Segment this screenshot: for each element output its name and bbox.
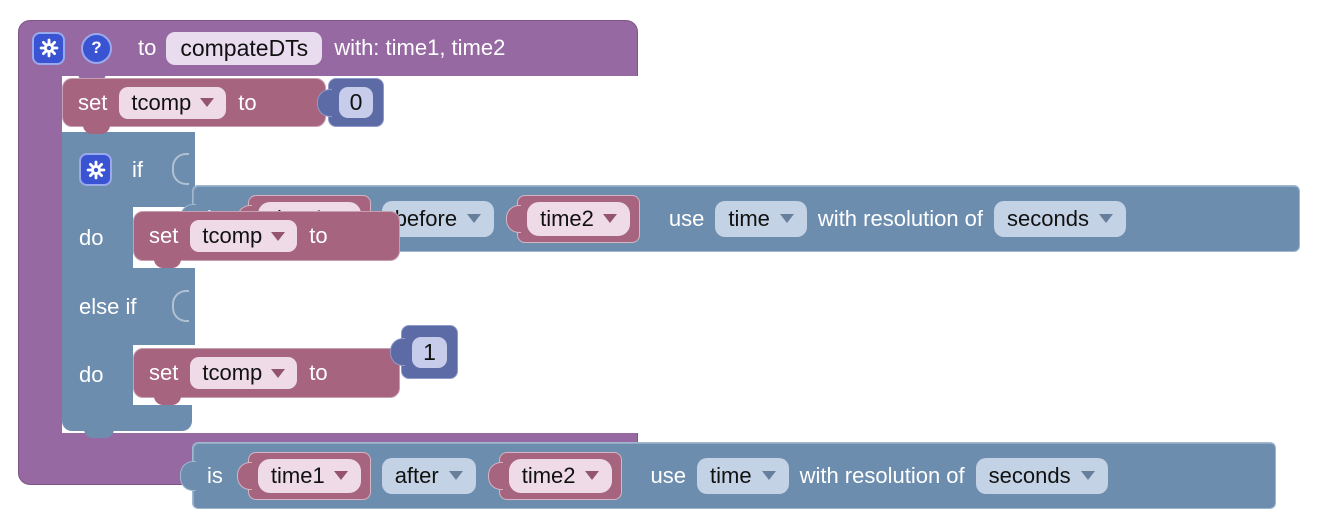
chevron-down-icon bbox=[448, 471, 463, 480]
resolution-dropdown[interactable]: seconds bbox=[994, 200, 1126, 237]
operator-dropdown[interactable]: after bbox=[381, 457, 476, 494]
if-do-section[interactable]: do bbox=[62, 345, 133, 405]
chevron-down-icon bbox=[467, 214, 482, 223]
chevron-down-icon bbox=[761, 471, 776, 480]
variable-dropdown-label: time1 bbox=[270, 462, 325, 488]
variable-dropdown-label: tcomp bbox=[202, 223, 263, 248]
chevron-down-icon bbox=[1098, 214, 1113, 223]
do-label: do bbox=[79, 224, 104, 250]
set-variable-block[interactable]: set tcomp to bbox=[62, 78, 326, 134]
chevron-down-icon bbox=[779, 214, 794, 223]
procedure-params: with: time1, time2 bbox=[334, 35, 506, 60]
variable-dropdown-label: time2 bbox=[521, 462, 576, 488]
use-dropdown-label: time bbox=[710, 462, 752, 488]
number-block[interactable]: 1 bbox=[401, 325, 458, 379]
variable-dropdown[interactable]: tcomp bbox=[119, 86, 227, 119]
operator-dropdown-label: before bbox=[394, 205, 458, 231]
resolution-dropdown-label: seconds bbox=[1007, 205, 1089, 231]
chevron-down-icon bbox=[602, 214, 617, 223]
time-variable-block[interactable]: time1 bbox=[247, 451, 371, 500]
number-field[interactable]: 0 bbox=[338, 87, 374, 118]
variable-dropdown[interactable]: time1 bbox=[257, 458, 361, 493]
chevron-down-icon bbox=[333, 471, 348, 480]
variable-dropdown[interactable]: time2 bbox=[527, 201, 630, 236]
resolution-dropdown-label: seconds bbox=[988, 462, 1071, 488]
use-dropdown-label: time bbox=[728, 205, 770, 231]
chevron-down-icon bbox=[584, 471, 599, 480]
if-do-section[interactable]: do bbox=[62, 207, 133, 268]
time-variable-block[interactable]: time2 bbox=[498, 451, 622, 500]
elseif-label: else if bbox=[79, 293, 137, 319]
variable-dropdown-label: tcomp bbox=[131, 89, 192, 115]
variable-dropdown-label: tcomp bbox=[202, 360, 263, 385]
resolution-label: with resolution of bbox=[799, 462, 965, 488]
operator-dropdown[interactable]: before bbox=[381, 200, 495, 237]
use-label: use bbox=[668, 205, 705, 231]
is-label: is bbox=[207, 462, 223, 488]
if-block-bottom bbox=[62, 405, 192, 431]
value-socket bbox=[172, 290, 189, 322]
variable-dropdown[interactable]: time2 bbox=[508, 458, 612, 493]
gear-icon[interactable] bbox=[32, 31, 65, 65]
procedure-name-field[interactable]: compateDTs bbox=[166, 31, 323, 65]
gear-icon[interactable] bbox=[79, 153, 112, 186]
procedure-header: ? to compateDTs with: time1, time2 bbox=[18, 20, 638, 76]
value-socket bbox=[172, 153, 189, 185]
resolution-label: with resolution of bbox=[817, 205, 984, 231]
variable-dropdown[interactable]: tcomp bbox=[190, 357, 298, 389]
chevron-down-icon bbox=[1080, 471, 1095, 480]
set-variable-block[interactable]: set tcomp to bbox=[133, 211, 400, 268]
chevron-down-icon bbox=[200, 98, 215, 107]
question-icon[interactable]: ? bbox=[81, 32, 112, 64]
if-label: if bbox=[132, 156, 143, 182]
datetime-compare-block[interactable]: is time1 after time2 use time with resol… bbox=[192, 442, 1276, 509]
operator-dropdown-label: after bbox=[394, 462, 439, 488]
if-block-header[interactable]: if bbox=[62, 132, 195, 207]
to-label: to bbox=[309, 223, 328, 248]
set-label: set bbox=[149, 360, 179, 385]
use-dropdown[interactable]: time bbox=[697, 457, 789, 494]
chevron-down-icon bbox=[271, 368, 286, 378]
to-label: to bbox=[309, 360, 328, 385]
variable-dropdown-label: time2 bbox=[540, 205, 594, 231]
time-variable-block[interactable]: time2 bbox=[517, 194, 640, 243]
statement-connector-tab bbox=[84, 429, 114, 438]
set-label: set bbox=[149, 223, 179, 248]
use-dropdown[interactable]: time bbox=[715, 200, 807, 237]
set-variable-block[interactable]: set tcomp to bbox=[133, 348, 400, 405]
statement-connector-tab bbox=[78, 72, 106, 82]
resolution-dropdown[interactable]: seconds bbox=[975, 457, 1108, 494]
to-label: to bbox=[138, 35, 157, 60]
variable-dropdown[interactable]: tcomp bbox=[190, 220, 298, 252]
do-label: do bbox=[79, 362, 104, 387]
set-label: set bbox=[78, 89, 108, 115]
chevron-down-icon bbox=[271, 231, 286, 241]
number-field[interactable]: 1 bbox=[412, 336, 447, 368]
use-label: use bbox=[650, 462, 686, 488]
to-label: to bbox=[238, 89, 257, 115]
number-block[interactable]: 0 bbox=[328, 78, 384, 127]
